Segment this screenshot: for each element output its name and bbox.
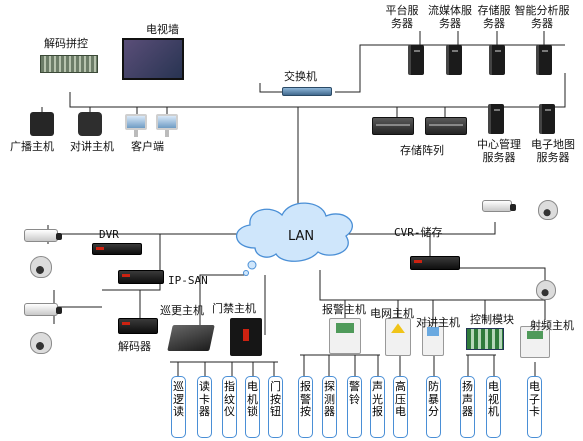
label-rf-host: 射频主机 <box>530 319 574 332</box>
network-switch-device <box>282 87 332 96</box>
endpoint-speaker: 扬声器 <box>460 376 475 438</box>
label-center-server: 中心管理服务器 <box>474 138 524 164</box>
label-switch: 交换机 <box>284 70 317 83</box>
ipsan-device <box>118 270 164 284</box>
label-control-module: 控制模块 <box>470 313 514 326</box>
bullet-camera-1 <box>24 229 58 242</box>
storage-array-unit-1 <box>372 117 414 135</box>
label-client: 客户端 <box>131 140 164 153</box>
label-alarm-host: 报警主机 <box>322 303 366 316</box>
label-talk-host: 对讲主机 <box>416 316 460 329</box>
label-decoder-matrix: 解码拼控 <box>44 37 88 50</box>
label-dvr: DVR <box>99 228 119 241</box>
endpoint-tv: 电视机 <box>486 376 501 438</box>
endpoint-alarm-button: 报警按 <box>298 376 313 438</box>
decoder-matrix-device <box>40 55 98 73</box>
bullet-camera-2 <box>24 303 58 316</box>
label-lan: LAN <box>288 230 314 243</box>
alarm-host-device <box>329 318 361 354</box>
access-host-device <box>230 318 262 356</box>
dome-camera-2 <box>30 332 52 354</box>
dome-camera-3 <box>538 200 558 220</box>
label-storage-array: 存储阵列 <box>400 144 444 157</box>
endpoint-electronic-card: 电子卡 <box>527 376 542 438</box>
endpoint-door-button: 门按钮 <box>268 376 283 438</box>
label-fence-host: 电网主机 <box>370 307 414 320</box>
video-wall-device <box>122 38 184 80</box>
broadcast-host-device <box>30 112 54 136</box>
label-platform-server: 平台服务器 <box>382 4 422 30</box>
label-ipsan: IP-SAN <box>168 274 208 287</box>
endpoint-high-voltage: 高压电 <box>393 376 408 438</box>
label-patrol-host: 巡更主机 <box>160 304 204 317</box>
label-intercom-host: 对讲主机 <box>70 140 114 153</box>
emap-server-device <box>539 104 555 134</box>
label-decoder: 解码器 <box>118 340 151 353</box>
patrol-host-device <box>167 325 215 351</box>
fence-host-device <box>385 318 411 356</box>
control-module-device <box>466 328 504 350</box>
dome-camera-4 <box>536 280 556 300</box>
cvr-storage-device <box>410 256 460 270</box>
label-storage-server: 存储服务器 <box>474 4 514 30</box>
label-streaming-server: 流媒体服务器 <box>428 4 472 30</box>
endpoint-detector: 探测器 <box>322 376 337 438</box>
endpoint-card-reader: 读卡器 <box>197 376 212 438</box>
label-emap-server: 电子地图服务器 <box>528 138 578 164</box>
storage-server-device <box>489 45 505 75</box>
dome-camera-1 <box>30 256 52 278</box>
analysis-server-device <box>536 45 552 75</box>
label-broadcast-host: 广播主机 <box>10 140 54 153</box>
center-server-device <box>488 104 504 134</box>
dvr-device <box>92 243 142 255</box>
platform-server-device <box>408 45 424 75</box>
label-analysis-server: 智能分析服务器 <box>514 4 570 30</box>
endpoint-anti-riot: 防暴分 <box>426 376 441 438</box>
bullet-camera-3 <box>482 200 512 212</box>
label-video-wall: 电视墙 <box>146 23 179 36</box>
endpoint-fingerprint: 指纹仪 <box>222 376 237 438</box>
storage-array-unit-2 <box>425 117 467 135</box>
endpoint-bell: 警铃 <box>347 376 362 438</box>
client-monitor-2 <box>156 114 178 130</box>
decoder-device <box>118 318 158 334</box>
endpoint-patrol-reader: 巡逻读 <box>171 376 186 438</box>
label-access-host: 门禁主机 <box>212 302 256 315</box>
streaming-server-device <box>446 45 462 75</box>
endpoint-motor-lock: 电机锁 <box>245 376 260 438</box>
client-monitor-1 <box>125 114 147 130</box>
label-cvr: CVR-储存 <box>394 226 443 239</box>
endpoint-sound-light: 声光报 <box>370 376 385 438</box>
intercom-host-device <box>78 112 102 136</box>
